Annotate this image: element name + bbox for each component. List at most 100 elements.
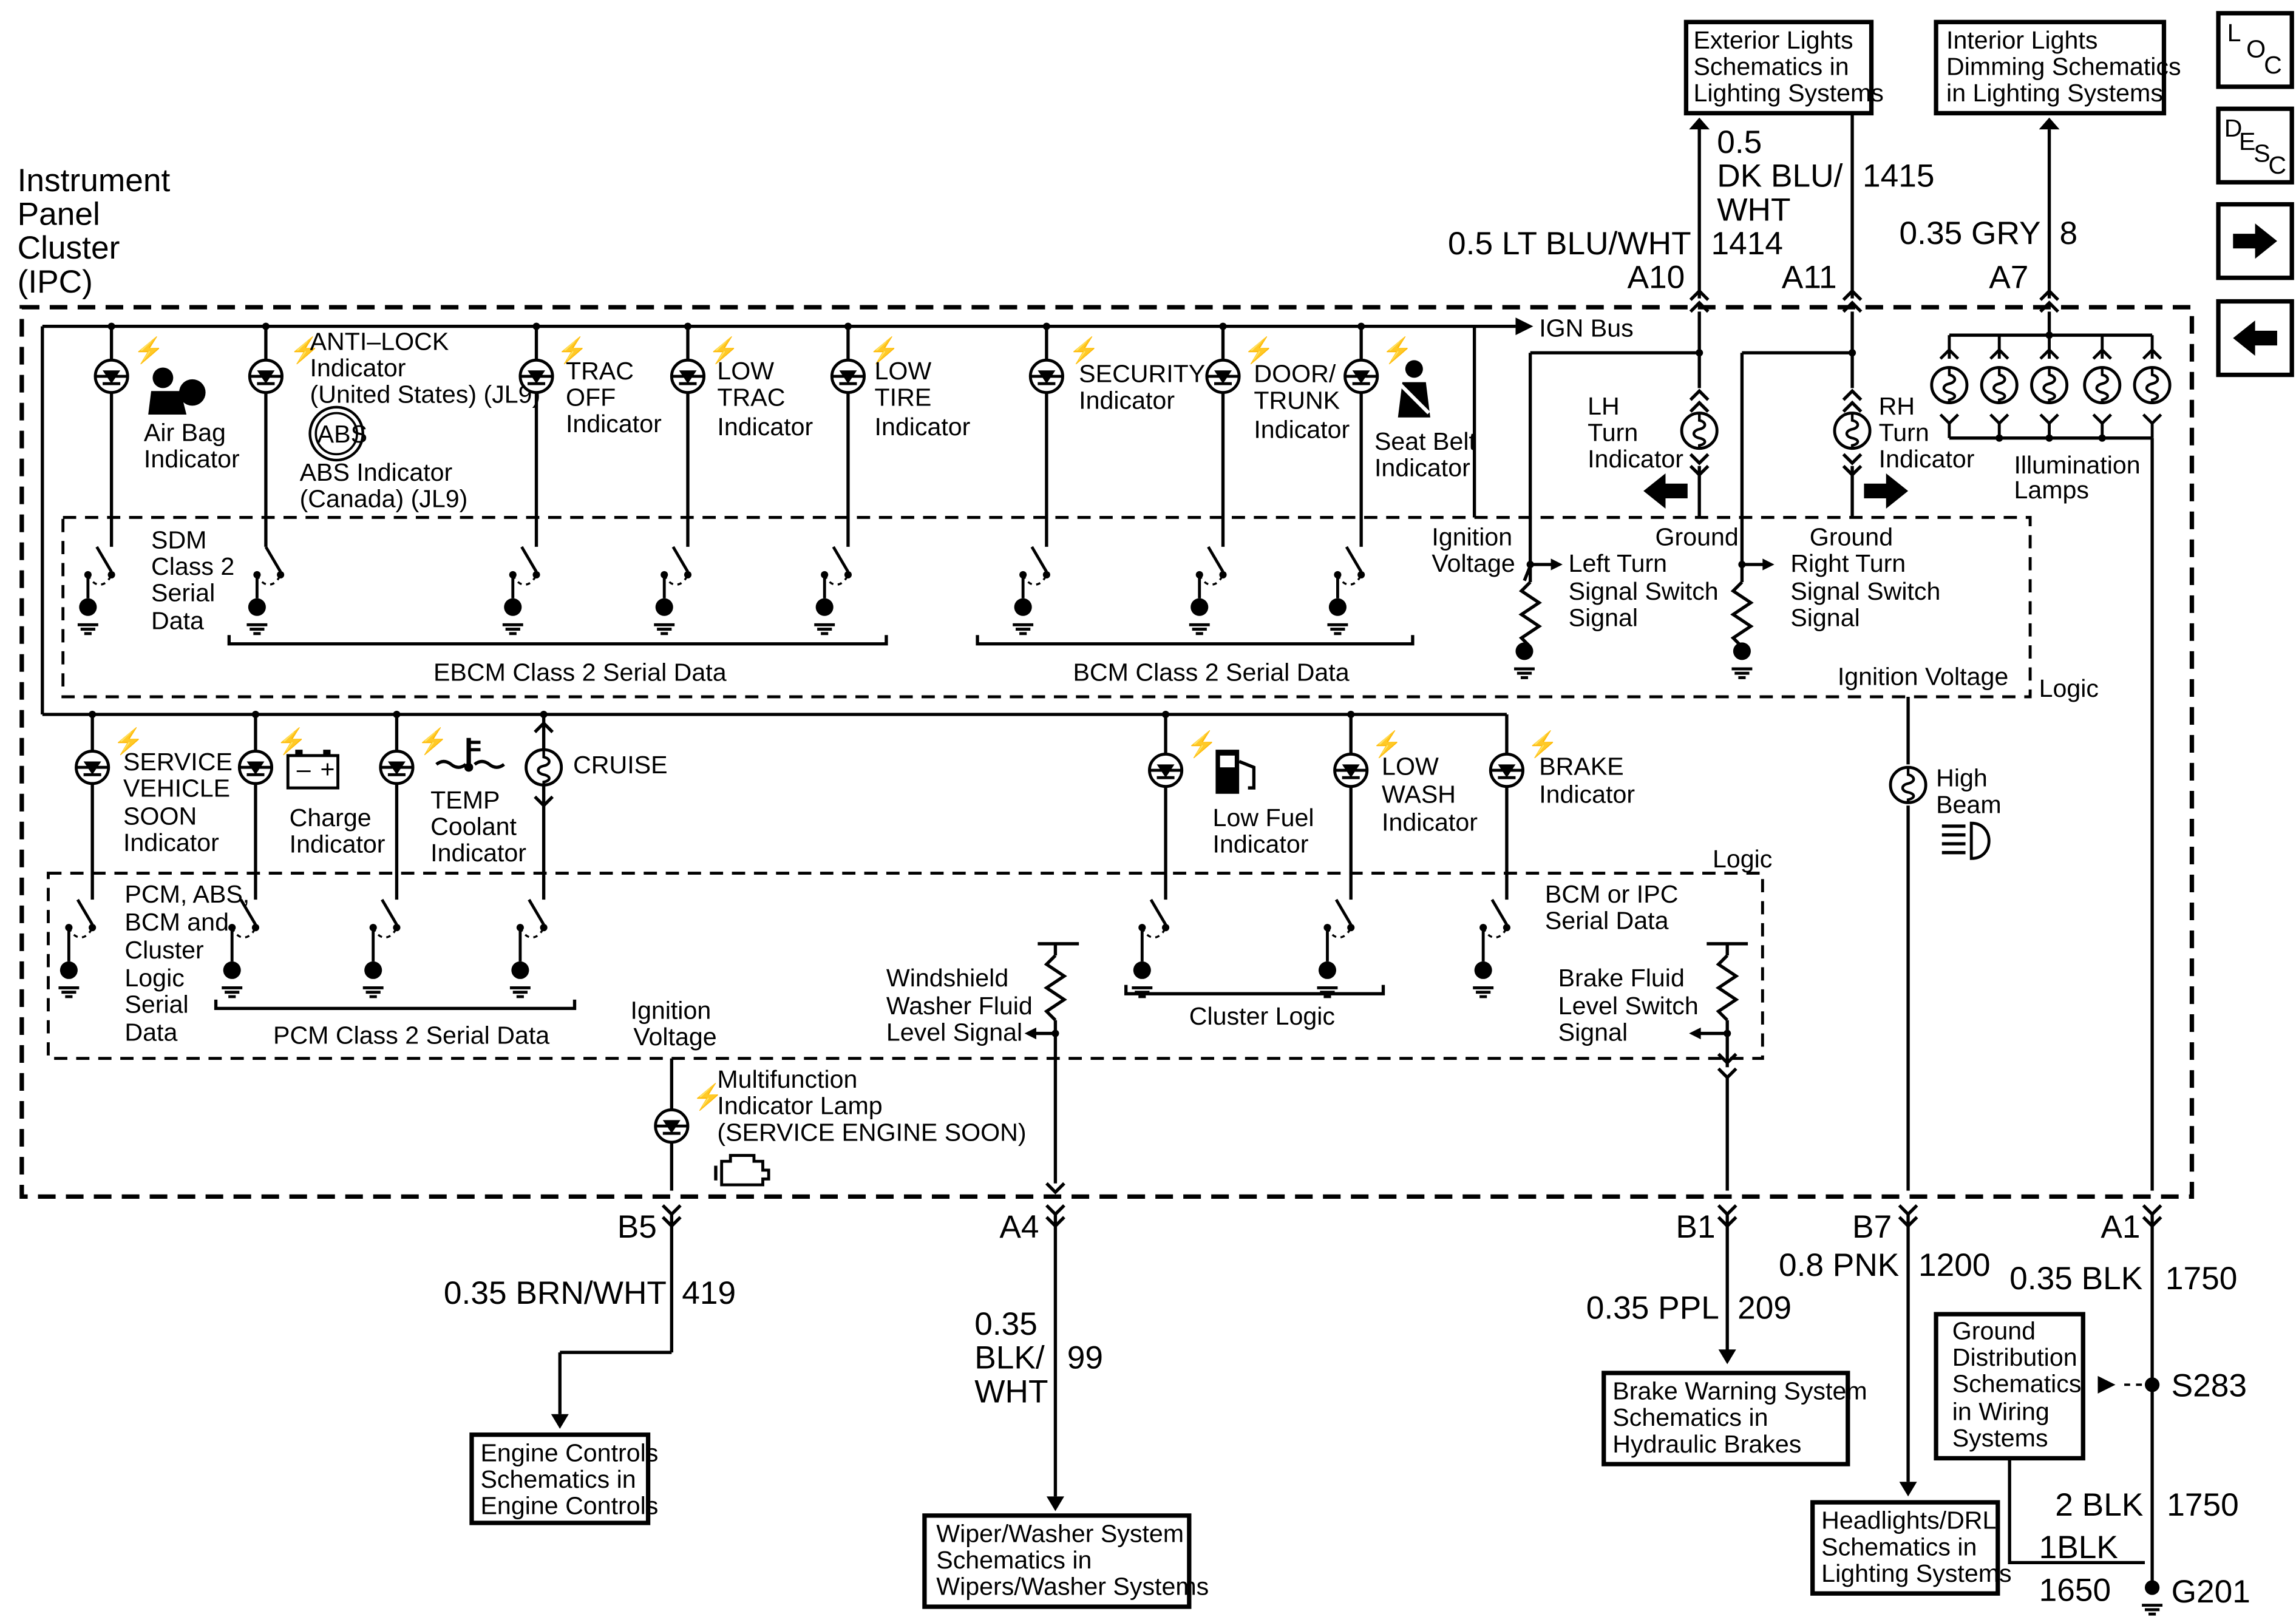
a7-color: 0.35 GRY — [1900, 215, 2041, 251]
low-fuel-led-icon — [1149, 754, 1181, 786]
charge-line2: Indicator — [290, 830, 385, 858]
bcm-ipc-line1: BCM or IPC — [1545, 880, 1679, 908]
b1-circuit: 209 — [1737, 1290, 1792, 1326]
low-wash-indicator: ⚡ LOW WASH Indicator — [1335, 710, 1478, 900]
right-turn-line1: Right Turn — [1790, 549, 1906, 577]
svc-line2: VEHICLE — [123, 775, 230, 802]
illumination-lamp-5 — [2135, 335, 2170, 438]
module-title-line3: Cluster — [18, 230, 120, 266]
windshield-line3: Level Signal — [886, 1019, 1022, 1046]
svg-text:⚡: ⚡ — [290, 336, 321, 365]
left-turn-arrow-icon — [1643, 473, 1688, 509]
ign-v1-line2: Voltage — [1432, 549, 1515, 577]
rh-ground-label: Ground — [1810, 523, 1893, 551]
abs-ind-line2: (Canada) (JL9) — [300, 485, 468, 513]
svg-text:⚡: ⚡ — [1382, 336, 1413, 365]
a11-circuit: 1415 — [1863, 158, 1935, 194]
loc-button[interactable]: L O C — [2216, 11, 2294, 89]
module-title: Instrument Panel Cluster (IPC) — [18, 163, 171, 300]
ref-interior-lights[interactable]: Interior Lights Dimming Schematics in Li… — [1934, 19, 2181, 116]
trac-off-line3: Indicator — [566, 410, 662, 438]
lh-turn-bulb-icon — [1682, 413, 1717, 449]
wire-a11: 0.5 DK BLU/ WHT 1415 A11 — [1717, 113, 1935, 313]
a4-color3: WHT — [974, 1374, 1048, 1409]
sdm-line3: Serial — [151, 579, 215, 607]
security-line2: Indicator — [1079, 386, 1175, 414]
low-trac-led-icon — [671, 360, 704, 392]
windshield-line1: Windshield — [886, 964, 1008, 992]
lh-turn-line1: LH — [1588, 392, 1620, 420]
logic-block-lower — [47, 872, 1764, 1060]
ref-ground-line4: in Wiring — [1952, 1397, 2050, 1425]
desc-button[interactable]: D E S C — [2216, 106, 2294, 185]
a11-color1: 0.5 — [1717, 124, 1762, 160]
a4-circuit: 99 — [1067, 1340, 1103, 1376]
brake-ind-line1: BRAKE — [1539, 752, 1624, 780]
upper-switches — [78, 546, 1365, 634]
svg-text:⚡: ⚡ — [134, 336, 165, 365]
ref-exterior-lights[interactable]: Exterior Lights Schematics in Lighting S… — [1683, 19, 1884, 116]
brake-led-icon — [1490, 754, 1523, 786]
module-title-line4: (IPC) — [18, 264, 93, 300]
illum-line1: Illumination — [2014, 451, 2140, 479]
ground-icon — [222, 988, 242, 997]
a7-pin: A7 — [1989, 260, 2028, 296]
s283-color: 2 BLK — [2055, 1487, 2143, 1523]
ref-ground-distribution[interactable]: Ground Distribution Schematics in Wiring… — [1934, 1312, 2085, 1461]
ref-headlights-drl[interactable]: Headlights/DRL Schematics in Lighting Sy… — [1810, 1500, 2012, 1596]
svg-text:⚡: ⚡ — [1243, 336, 1274, 365]
s283-circuit: 1750 — [2167, 1487, 2239, 1523]
illumination-lamps: Illumination Lamps — [1932, 311, 2170, 1191]
low-wash-line3: Indicator — [1382, 808, 1478, 836]
ref-engine-line2: Schematics in — [480, 1465, 636, 1493]
ref-engine-controls[interactable]: Engine Controls Schematics in Engine Con… — [469, 1432, 658, 1525]
cruise-switch — [510, 898, 548, 997]
ipc-outline — [19, 305, 2195, 1199]
wire-a1: A1 0.35 BLK 1750 S283 2 BLK 1750 1BLK 16… — [2008, 1204, 2250, 1614]
abs-icon: ABS — [308, 405, 367, 462]
wire-b5: B5 0.35 BRN/WHT 419 — [444, 1204, 736, 1429]
a4-pin: A4 — [999, 1209, 1039, 1245]
door-line1: DOOR/ — [1254, 360, 1336, 388]
low-wash-line1: LOW — [1382, 752, 1439, 780]
ground-icon — [1189, 625, 1210, 634]
antilock-led-icon — [250, 360, 282, 392]
lamp-bulb-icon — [1932, 367, 1967, 402]
ref-wiper-line2: Schematics in — [936, 1546, 1092, 1574]
svc-led-icon — [76, 751, 108, 784]
cluster-logic-label: Cluster Logic — [1189, 1002, 1335, 1030]
mil-line1: Multifunction — [717, 1065, 857, 1093]
illumination-lamp-2 — [1982, 335, 2017, 442]
right-turn-signal: Right Turn Signal Switch Signal — [1731, 549, 1940, 677]
ref-exterior-line2: Schematics in — [1693, 53, 1849, 81]
seat-belt-line2: Indicator — [1374, 454, 1470, 482]
ref-ground-line3: Schematics — [1952, 1369, 2082, 1397]
b5-color: 0.35 BRN/WHT — [444, 1275, 667, 1311]
rh-turn-line1: RH — [1879, 392, 1915, 420]
rh-turn-line3: Indicator — [1879, 445, 1975, 473]
prev-arrow-button[interactable] — [2216, 299, 2294, 378]
ref-wiper-washer[interactable]: Wiper/Washer System Schematics in Wipers… — [922, 1513, 1209, 1609]
charge-indicator: ⚡ –+ Charge Indicator — [239, 710, 385, 900]
ebcm-label: EBCM Class 2 Serial Data — [433, 658, 727, 686]
brake-fluid-line1: Brake Fluid — [1558, 964, 1685, 992]
a10-circuit: 1414 — [1711, 226, 1784, 262]
temp-switch — [363, 898, 401, 997]
b1-color: 0.35 PPL — [1586, 1290, 1719, 1326]
antilock-label-line2: Indicator — [310, 354, 406, 382]
ref-ground-line1: Ground — [1952, 1317, 2036, 1344]
low-trac-switch — [654, 546, 692, 634]
illumination-lamp-4 — [2085, 335, 2120, 442]
a4-color1: 0.35 — [974, 1306, 1038, 1342]
ground-icon — [503, 625, 523, 634]
next-arrow-button[interactable] — [2216, 202, 2294, 280]
svg-text:⚡: ⚡ — [869, 336, 900, 365]
rh-turn-bulb-icon — [1835, 413, 1870, 449]
ref-brake-warning[interactable]: Brake Warning System Schematics in Hydra… — [1601, 1371, 1867, 1466]
a10-color: 0.5 LT BLU/WHT — [1448, 226, 1691, 262]
pcm-logic-line3: Cluster — [124, 936, 204, 964]
loc-letter-o: O — [2246, 35, 2266, 63]
cruise-indicator: CRUISE — [526, 710, 668, 900]
bcm-ipc-line2: Serial Data — [1545, 907, 1669, 935]
svg-text:⚡: ⚡ — [692, 1082, 723, 1112]
